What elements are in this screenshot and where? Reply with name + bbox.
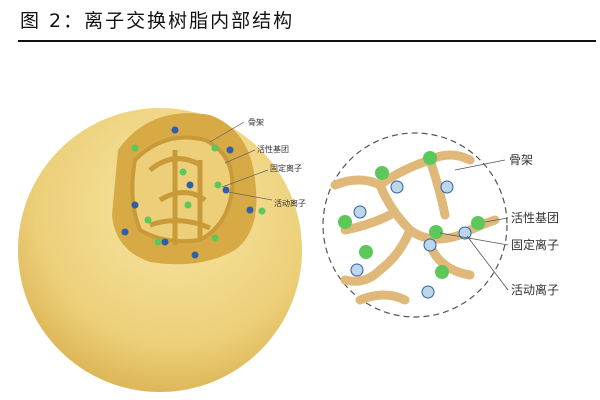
left-label-skeleton: 骨架 [248, 118, 264, 127]
left-ions [121, 126, 266, 259]
right-label-skeleton: 骨架 [509, 153, 533, 167]
right-label-mobile-ion: 活动离子 [511, 282, 559, 297]
left-label-active-group: 活性基团 [257, 144, 289, 154]
left-label-mobile-ion: 活动离子 [274, 198, 306, 208]
right-label-active-group: 活性基团 [511, 211, 559, 225]
left-label-fixed-ion: 固定离子 [270, 163, 302, 173]
title-rule [18, 40, 596, 42]
right-ions [338, 151, 485, 299]
left-leader-lines [209, 121, 273, 201]
figure-title: 图 2：离子交换树脂内部结构 [20, 10, 295, 32]
resin-bead [18, 108, 302, 392]
right-leader-lines [439, 159, 509, 291]
right-label-fixed-ion: 固定离子 [511, 237, 559, 252]
